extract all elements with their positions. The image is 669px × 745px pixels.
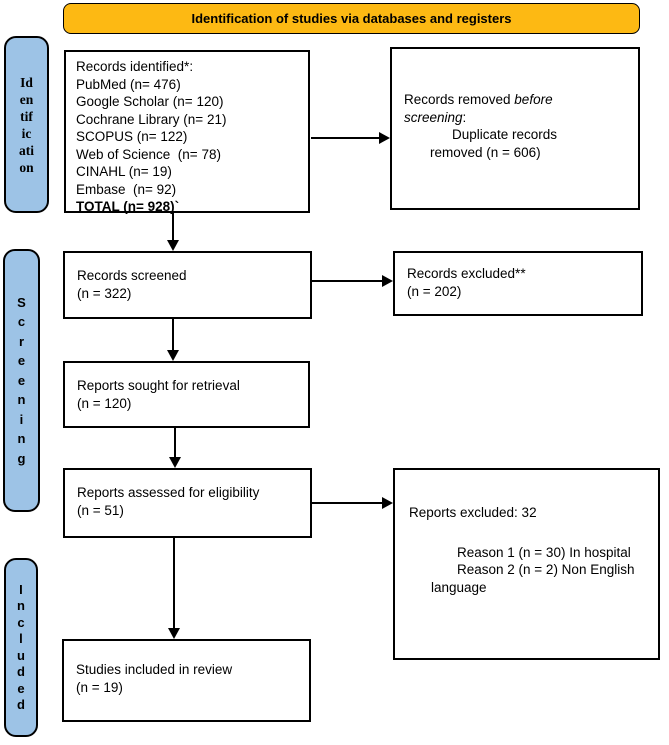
sought-line2: (n = 120) [77,395,132,411]
included-review-line2: (n = 19) [76,679,123,695]
identified-line: SCOPUS (n= 122) [76,129,188,144]
sought-line1: Reports sought for retrieval [77,378,240,393]
reports-excluded-reason1: Reason 1 (n = 30) In hospital [457,544,631,560]
box-studies-included: Studies included in review (n = 19) [62,639,311,722]
screened-line2: (n = 322) [77,285,132,301]
identified-line: Google Scholar (n= 120) [76,94,224,109]
box-reports-sought: Reports sought for retrieval (n = 120) [63,361,310,428]
reports-excluded-reasons: Reason 1 (n = 30) In hospital Reason 2 (… [409,544,652,597]
stage-label-identification: Id en tif ic ati on [4,36,49,213]
identified-line: Cochrane Library (n= 21) [76,111,227,127]
arrow-assessed-to-included-line [173,538,175,629]
identified-total-line: TOTAL (n= 928)` [76,199,180,214]
identified-line: Web of Science (n= 78) [76,146,221,162]
assessed-line2: (n = 51) [77,502,124,518]
box-records-removed-before-screening: Records removed before screening: Duplic… [390,47,640,210]
identified-line: Records identified*: [76,59,194,74]
removed-title-italic: before screening [404,92,553,125]
excluded-line1: Records excluded** [407,266,526,281]
banner-title: Identification of studies via databases … [191,11,512,26]
removed-title-prefix: Records removed [404,92,515,107]
removed-duplicate-line1: Duplicate records [452,127,558,142]
stage-label-included: I n c l u d e d [4,558,38,737]
banner-identification-via-databases: Identification of studies via databases … [63,3,640,34]
identified-line: CINAHL (n= 19) [76,164,172,179]
arrow-identified-to-screened-line [172,211,174,242]
arrow-sought-to-assessed-line [174,428,176,458]
box-reports-assessed: Reports assessed for eligibility (n = 51… [63,468,312,538]
box-records-identified: Records identified*: PubMed (n= 476) Goo… [64,50,310,214]
arrow-assessed-to-reports-excluded-line [312,502,383,504]
excluded-line2: (n = 202) [407,283,462,299]
arrow-screened-to-excluded-line [312,280,383,282]
identified-line: PubMed (n= 476) [76,76,181,92]
reports-excluded-title: Reports excluded: 32 [409,505,537,520]
arrow-sought-to-assessed-head [169,457,181,468]
reports-excluded-reason2-cont: language [431,579,487,595]
stage-label-screening: S c r e e n i n g [3,249,40,512]
removed-duplicate-line2: removed (n = 606) [430,144,541,160]
box-records-screened: Records screened (n = 322) [63,251,312,319]
arrow-assessed-to-reports-excluded-head [382,497,393,509]
arrow-assessed-to-included-head [168,628,180,639]
stage-identification-text: Id en tif ic ati on [19,74,34,175]
arrow-identified-to-removed-line [311,137,382,139]
removed-title: Records removed before screening: [404,91,589,126]
removed-title-suffix: : [462,109,467,125]
assessed-line1: Reports assessed for eligibility [77,485,260,500]
stage-included-text: I n c l u d e d [17,581,25,713]
arrow-screened-to-sought-line [172,319,174,351]
arrow-screened-to-sought-head [167,350,179,361]
arrow-screened-to-excluded-head [382,275,393,287]
identified-line: Embase (n= 92) [76,181,177,197]
reports-excluded-reason2: Reason 2 (n = 2) Non English [457,562,635,577]
stage-screening-text: S c r e e n i n g [17,294,26,466]
box-records-excluded: Records excluded** (n = 202) [393,251,643,316]
box-reports-excluded: Reports excluded: 32 Reason 1 (n = 30) I… [393,468,660,660]
arrow-identified-to-removed-head [379,132,390,144]
included-review-line1: Studies included in review [76,662,233,677]
screened-line1: Records screened [77,268,187,283]
arrow-identified-to-screened-head [167,240,179,251]
